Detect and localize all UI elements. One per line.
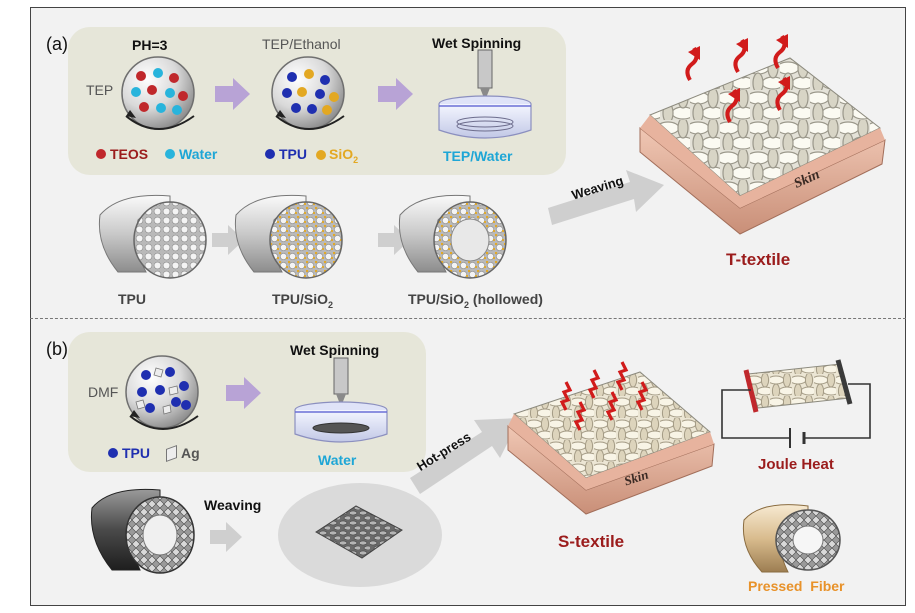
fiber-hollowed-text: TPU/SiO: [408, 291, 465, 307]
fiber-hollowed-label: TPU/SiO2 (hollowed): [408, 291, 543, 310]
weaving-arrow-a: [548, 170, 664, 225]
hot-press-arrow: [410, 418, 520, 494]
teos-sol-circle: [121, 56, 195, 130]
fiber-arrow-3: [210, 522, 242, 552]
fiber-hollowed-suffix: (hollowed): [469, 291, 543, 307]
wet-spinning-bath-a: [438, 49, 532, 139]
hollowed-fiber-illustration: [398, 194, 507, 279]
tep-label: TEP: [86, 82, 114, 98]
tpu-ag-fiber-illustration: [90, 488, 195, 574]
legend-water-label: Water: [179, 146, 218, 162]
tpu-sio2-solution-circle: [271, 56, 345, 130]
t-textile-illustration: [639, 34, 886, 235]
ag-flake-icon: [166, 444, 177, 462]
fiber-tpu-sio2-text: TPU/SiO: [272, 291, 329, 307]
s-textile-label: S-textile: [558, 532, 625, 551]
fiber-tpu-sio2-sub: 2: [328, 299, 334, 310]
water-label: Water: [318, 452, 357, 468]
legend-ag: Ag: [166, 444, 200, 462]
process-arrow-2: [378, 78, 413, 110]
joule-heat-label: Joule Heat: [758, 456, 834, 473]
water-dot-icon: [165, 149, 175, 159]
legend-tpu-label-a: TPU: [279, 146, 307, 162]
tpu-sio2-fiber-illustration: [234, 194, 343, 279]
weaving-label-b: Weaving: [204, 497, 262, 513]
woven-mesh-illustration: [278, 483, 442, 587]
tpu-fiber-illustration: [98, 194, 207, 279]
tep-ethanol-label: TEP/Ethanol: [262, 36, 341, 52]
panel-divider: [30, 318, 906, 319]
process-arrow-3: [226, 377, 261, 409]
legend-sio2-sub: 2: [353, 154, 359, 165]
fiber-tpu-sio2-label: TPU/SiO2: [272, 291, 333, 310]
tpu-ag-solution-circle: [125, 355, 199, 430]
legend-teos-label: TEOS: [110, 146, 149, 162]
wet-spinning-label-a: Wet Spinning: [432, 35, 522, 51]
fiber-hollowed-sub: 2: [464, 299, 470, 310]
joule-heat-circuit: [721, 359, 871, 448]
wet-spinning-label-b: Wet Spinning: [290, 342, 380, 358]
fiber-tpu-label: TPU: [118, 291, 146, 307]
legend-tpu-a: TPU: [265, 146, 307, 162]
tep-water-label: TEP/Water: [443, 148, 513, 164]
s-textile-illustration: [507, 361, 715, 515]
wet-spinning-bath-b: [294, 357, 388, 443]
legend-teos: TEOS: [96, 146, 148, 162]
ph-label: PH=3: [132, 37, 168, 53]
t-textile-label: T-textile: [726, 250, 791, 269]
tpu-dot-icon: [265, 149, 275, 159]
legend-water: Water: [165, 146, 217, 162]
panel-a-tag: (a): [46, 34, 68, 54]
legend-sio2: SiO2: [316, 146, 358, 165]
legend-sio2-label: SiO2: [329, 146, 358, 165]
legend-ag-label: Ag: [181, 445, 200, 461]
legend-tpu-label-b: TPU: [122, 445, 150, 461]
teos-dot-icon: [96, 149, 106, 159]
dmf-label: DMF: [88, 384, 119, 400]
legend-tpu-b: TPU: [108, 445, 150, 461]
tpu-dot-icon-b: [108, 448, 118, 458]
pressed-fiber-label: Pressed Fiber: [748, 578, 845, 594]
sio2-dot-icon: [316, 150, 326, 161]
legend-sio2-text: SiO: [329, 146, 354, 162]
process-arrow-1: [215, 78, 250, 110]
pressed-fiber-illustration: [742, 504, 841, 573]
panel-b-tag: (b): [46, 339, 68, 359]
